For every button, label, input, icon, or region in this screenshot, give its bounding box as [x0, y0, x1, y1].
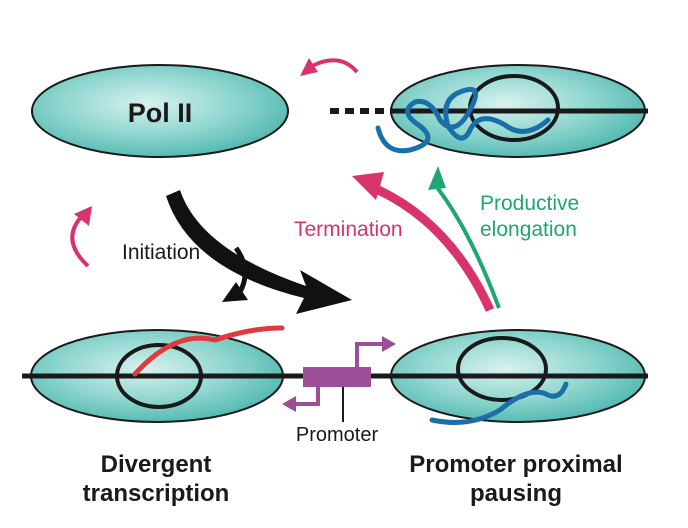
divergent-label-line2: transcription: [83, 480, 230, 507]
promoter-box: [303, 367, 371, 387]
pol2-label: Pol II: [128, 98, 193, 128]
initiation-arrow-branch-head: [222, 282, 248, 302]
productive-elongation-label-line2: elongation: [480, 218, 577, 241]
reverse-tss-arrow: [294, 387, 320, 406]
termination-arrow-head: [352, 172, 384, 200]
elongation-arrow-shaft: [434, 184, 501, 309]
pausing-label-line2: pausing: [470, 480, 562, 507]
recycle-arrow-top: [311, 58, 359, 74]
initiation-arrow-branch: [233, 246, 248, 294]
active-site-divergent: [115, 343, 203, 409]
reverse-tss-arrow-head: [282, 396, 296, 412]
forward-tss-arrow: [355, 342, 384, 367]
nascent-rna-long: [375, 86, 551, 154]
initiation-label: Initiation: [122, 241, 200, 264]
nascent-rna-paused: [429, 381, 569, 425]
recycle-arrow-left-head: [74, 206, 92, 226]
divergent-label-line1: Divergent: [101, 451, 212, 478]
productive-elongation-label-line1: Productive: [480, 192, 579, 215]
forward-tss-arrow-head: [382, 336, 396, 352]
active-site-paused: [456, 336, 548, 402]
termination-label: Termination: [294, 218, 403, 241]
recycle-arrow-left: [70, 214, 90, 268]
free-pol2-ellipse: [31, 64, 289, 158]
initiation-arrow-main: [166, 190, 352, 314]
nascent-rna-divergent: [132, 325, 285, 377]
elongation-arrow-head: [428, 166, 446, 190]
promoter-label: Promoter: [296, 424, 379, 446]
termination-arrow-shaft: [372, 183, 495, 312]
recycle-arrow-top-head: [300, 58, 318, 76]
pausing-label-line1: Promoter proximal: [409, 451, 622, 478]
